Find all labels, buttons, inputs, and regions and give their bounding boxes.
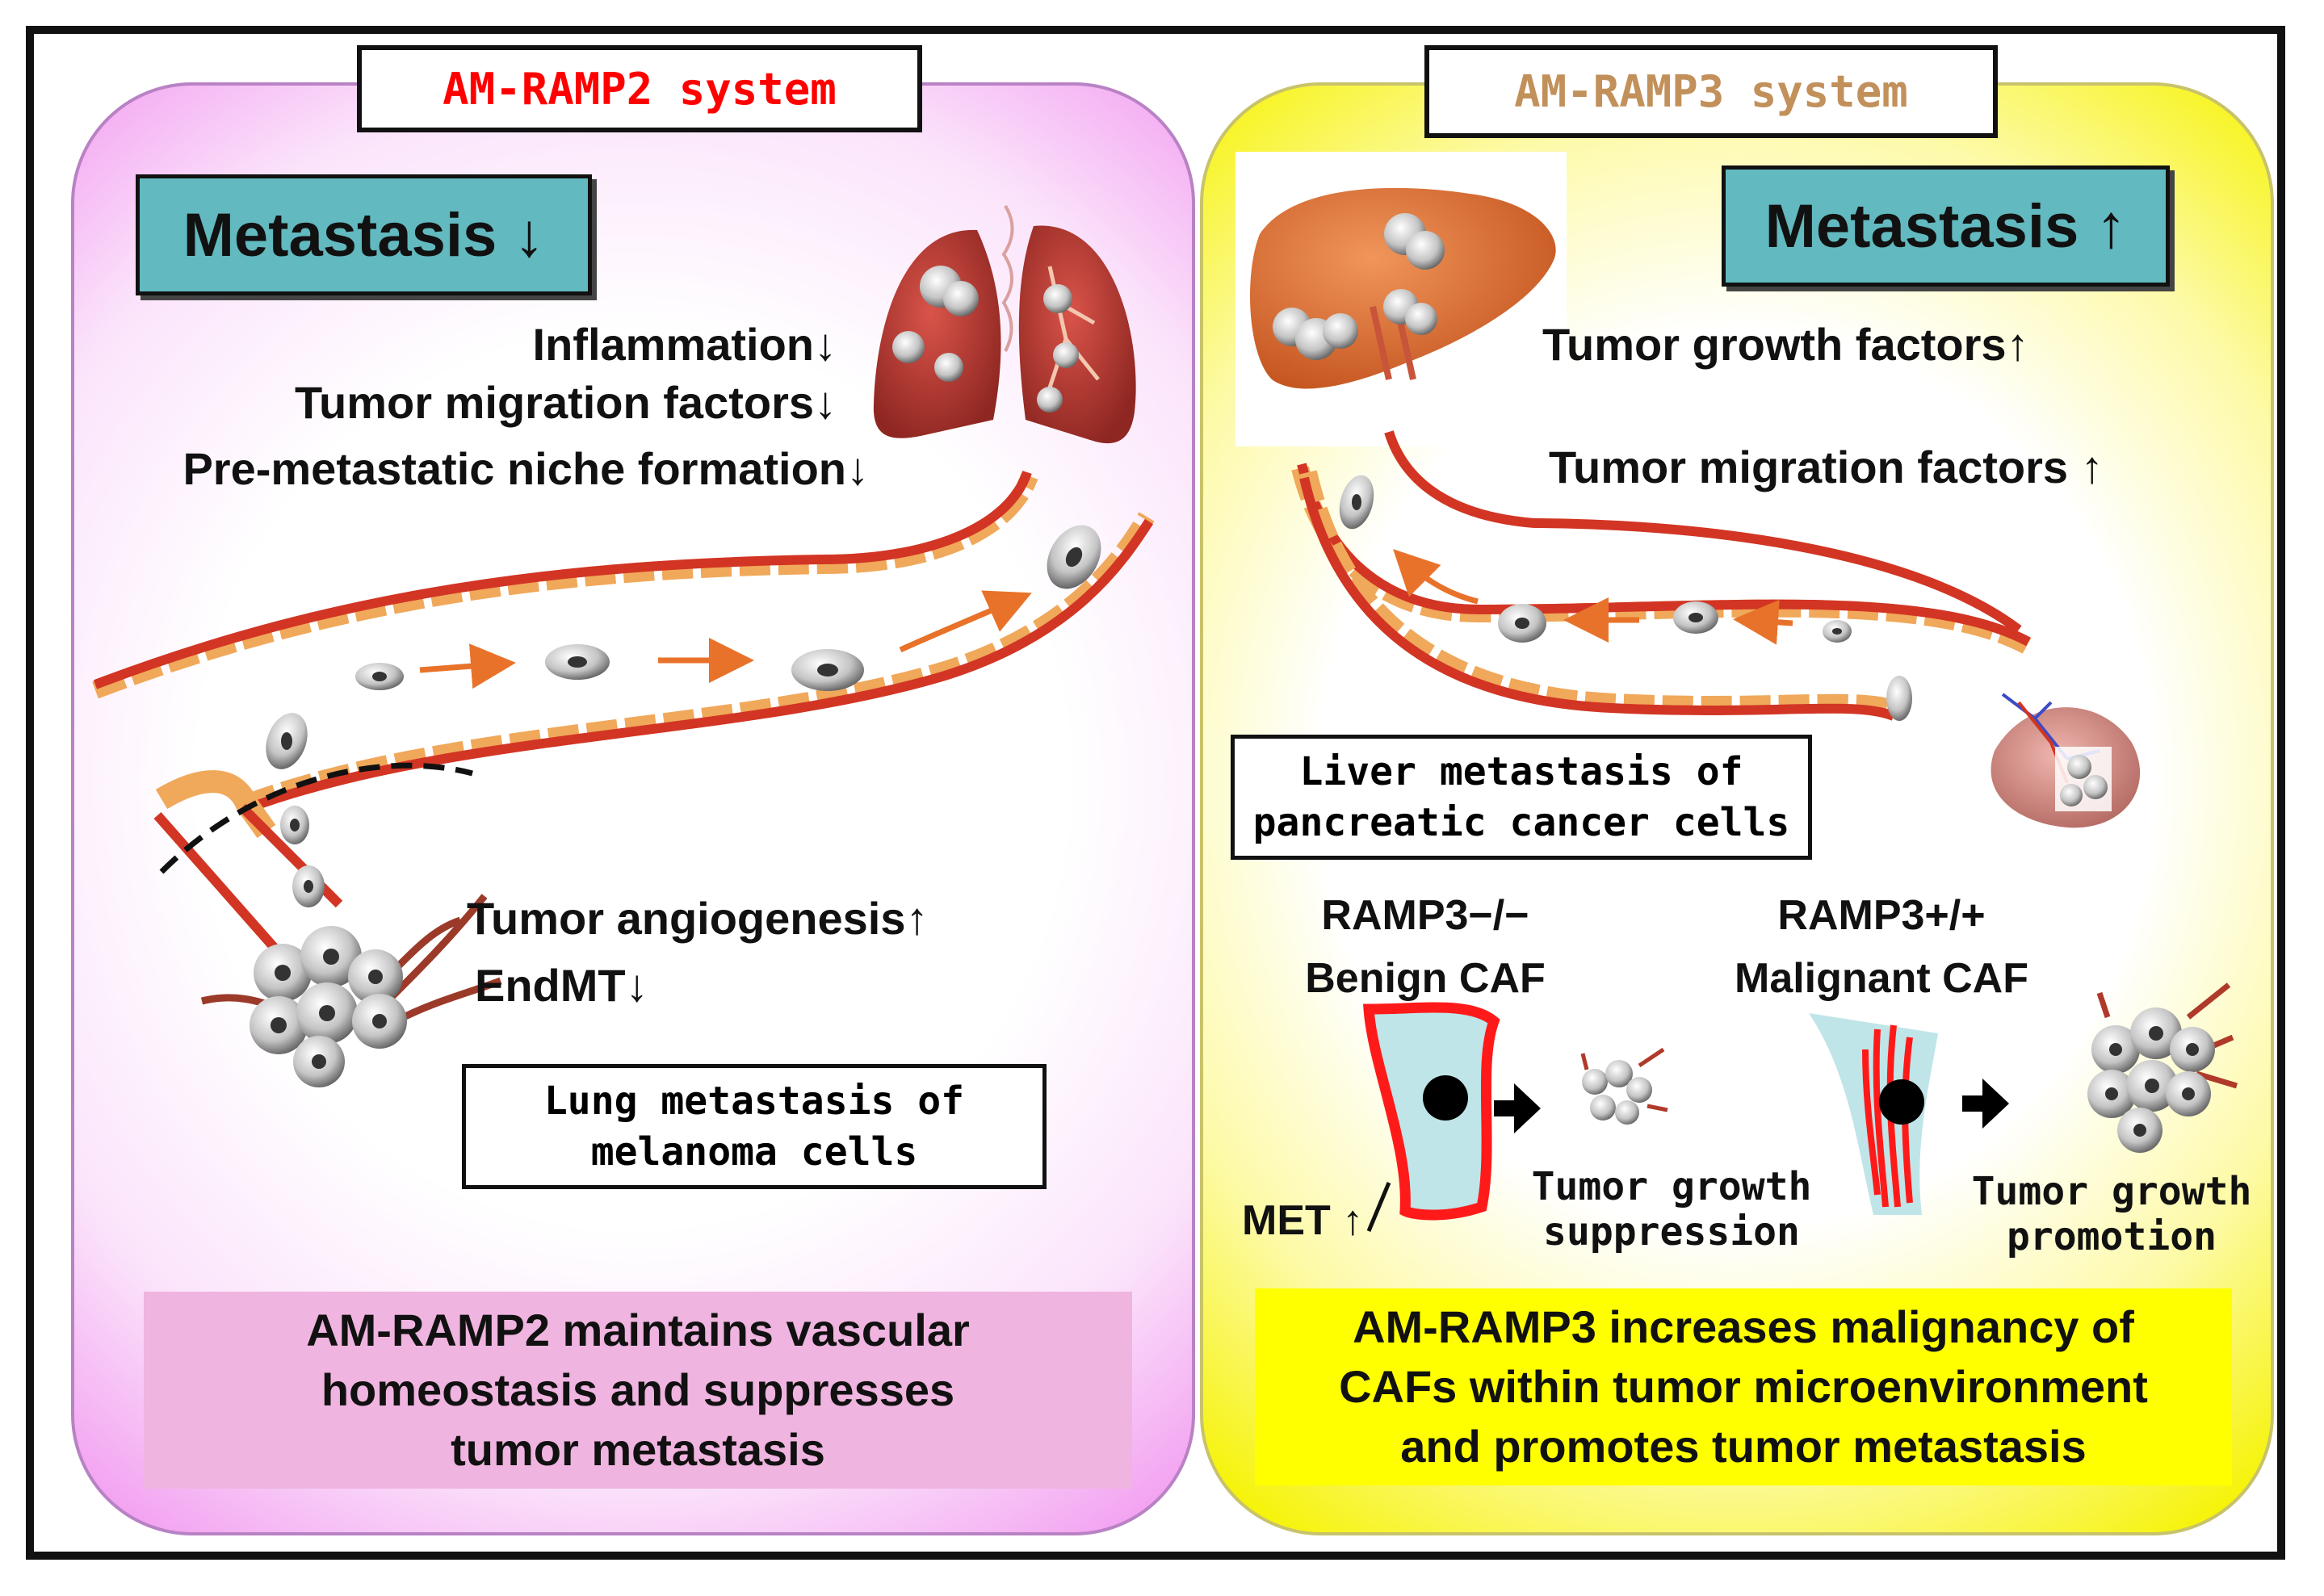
ramp3-summary-line-2: CAFs within tumor microenvironment: [1339, 1361, 2148, 1413]
inflammation-label: Inflammation↓: [532, 319, 837, 370]
benign-caf-label: RAMP3−/− Benign CAF: [1304, 884, 1546, 1010]
tumor-cells-flow-left: [266, 525, 1101, 907]
suppression-line-2: suppression: [1543, 1209, 1800, 1255]
ramp2-summary-line-2: homeostasis and suppresses: [321, 1364, 955, 1416]
malignant-caf-text: Malignant CAF: [1735, 955, 2028, 1002]
tumor-growth-promotion-label: Tumor growth promotion: [1958, 1169, 2265, 1259]
lung-metastasis-caption: Lung metastasis of melanoma cells: [462, 1064, 1047, 1189]
malignant-caf-cell: [1809, 1013, 2009, 1215]
ramp3-summary-line-1: AM-RAMP3 increases malignancy of: [1353, 1301, 2134, 1353]
tumor-migration-factors-decrease-label: Tumor migration factors↓: [294, 377, 837, 428]
ramp3-wildtype-label: RAMP3+/+: [1777, 892, 1986, 939]
met-label: MET ↑: [1242, 1197, 1364, 1244]
tumor-angiogenesis-label: Tumor angiogenesis↑: [467, 893, 929, 944]
am-ramp2-summary: AM-RAMP2 maintains vascular homeostasis …: [144, 1292, 1132, 1489]
benign-caf-text: Benign CAF: [1305, 955, 1546, 1002]
tumor-migration-factors-increase-label: Tumor migration factors ↑: [1549, 442, 2104, 492]
pre-metastatic-niche-label: Pre-metastatic niche formation↓: [182, 443, 869, 494]
malignant-caf-label: RAMP3+/+ Malignant CAF: [1720, 884, 2043, 1010]
am-ramp2-title: AM-RAMP2 system: [357, 45, 922, 132]
tumor-growth-suppression-label: Tumor growth suppression: [1518, 1164, 1825, 1255]
metastasis-increase-box: Metastasis ↑: [1722, 165, 2170, 287]
suppression-line-1: Tumor growth: [1531, 1164, 1812, 1209]
metastasis-decrease-box: Metastasis ↓: [136, 174, 592, 295]
liver-caption-line-1: Liver metastasis of: [1299, 749, 1743, 795]
tumor-cells-flow-right: [1339, 475, 1912, 721]
liver-illustration: [1250, 187, 1556, 389]
promotion-line-2: promotion: [2006, 1214, 2217, 1259]
blood-vessel-left: [92, 470, 1155, 956]
large-tumor-mass: [2087, 982, 2238, 1153]
am-ramp2-title-text: AM-RAMP2 system: [443, 63, 837, 115]
tumor-growth-factors-label: Tumor growth factors↑: [1542, 319, 2029, 370]
am-ramp3-title: AM-RAMP3 system: [1424, 45, 1998, 138]
tumor-mass-left: [200, 894, 502, 1087]
liver-caption-line-2: pancreatic cancer cells: [1252, 799, 1790, 845]
metastasis-decrease-label: Metastasis ↓: [182, 200, 545, 270]
promotion-line-1: Tumor growth: [1971, 1169, 2252, 1214]
figure-frame: [26, 26, 2285, 1560]
pancreas-illustration: [1991, 693, 2141, 828]
ramp3-knockout-label: RAMP3−/−: [1321, 892, 1529, 939]
metastasis-increase-label: Metastasis ↑: [1764, 191, 2127, 261]
ramp2-summary-line-1: AM-RAMP2 maintains vascular: [306, 1305, 970, 1356]
blood-vessel-right: [1291, 430, 2032, 721]
ramp2-summary-line-3: tumor metastasis: [451, 1423, 825, 1475]
am-ramp3-summary: AM-RAMP3 increases malignancy of CAFs wi…: [1255, 1288, 2232, 1485]
small-tumor-mass: [1580, 1047, 1668, 1125]
liver-metastasis-caption: Liver metastasis of pancreatic cancer ce…: [1231, 735, 1812, 860]
am-ramp3-title-text: AM-RAMP3 system: [1514, 66, 1908, 117]
lungs-illustration: [873, 204, 1136, 444]
endmt-label: EndMT↓: [475, 960, 648, 1011]
lung-caption-line-2: melanoma cells: [590, 1129, 918, 1175]
benign-caf-cell: [1363, 1002, 1541, 1232]
lung-caption-line-1: Lung metastasis of: [543, 1079, 965, 1125]
ramp3-summary-line-3: and promotes tumor metastasis: [1400, 1420, 2087, 1472]
